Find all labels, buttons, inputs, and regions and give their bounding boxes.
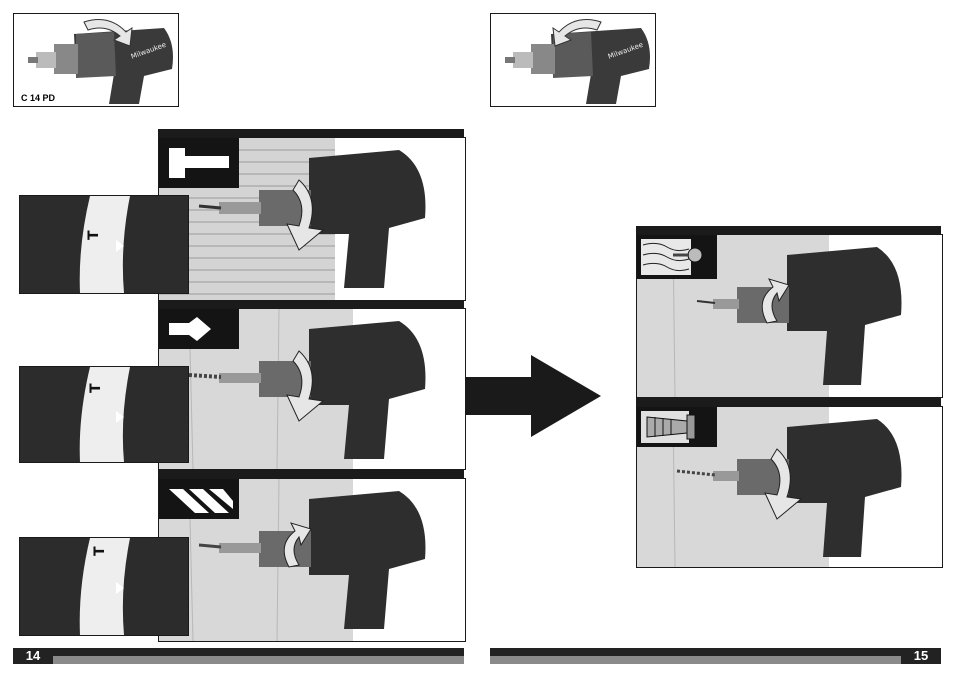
- drill-overview-figure: Milwaukee: [490, 13, 656, 107]
- page-number: 15: [901, 648, 941, 664]
- mode-ring-closeup-1: T: [19, 195, 189, 294]
- mode-ring-closeup-2: T: [19, 366, 189, 463]
- wood-drill-illustration: [159, 479, 465, 641]
- mode-ring-illustration: T: [20, 538, 188, 635]
- panel-top-strip: [636, 398, 941, 406]
- mode-ring-closeup-3: T: [19, 537, 189, 636]
- svg-text:T: T: [92, 546, 108, 556]
- page-number: 14: [13, 648, 53, 664]
- drill-illustration: Milwaukee: [491, 14, 655, 106]
- panel-top-strip: [158, 470, 464, 478]
- model-label: C 14 PD: [21, 93, 55, 103]
- panel-top-strip: [158, 129, 464, 137]
- screwing-drill-illustration: [637, 235, 942, 397]
- brick-wall-drill-illustration: [159, 138, 465, 300]
- drill-wood-panel: [158, 478, 466, 642]
- drill-overview-figure: Milwaukee C 14 PD: [13, 13, 179, 107]
- panel-top-strip: [158, 300, 464, 308]
- panel-top-strip: [636, 226, 941, 234]
- footer-strip: [490, 648, 941, 656]
- mode-ring-illustration: T: [20, 196, 188, 293]
- arrow-right-icon: [465, 355, 601, 437]
- wood-screw-drill-illustration: [159, 309, 465, 469]
- screw-anchor-wood-panel: [158, 308, 466, 470]
- svg-text:T: T: [88, 383, 104, 393]
- hammer-drill-brick-panel: [158, 137, 466, 301]
- unscrewing-panel: [636, 406, 943, 568]
- mode-ring-illustration: T: [20, 367, 188, 462]
- unscrewing-drill-illustration: [637, 407, 942, 567]
- screwing-panel: [636, 234, 943, 398]
- footer-strip: [13, 648, 464, 656]
- svg-text:T: T: [86, 230, 102, 240]
